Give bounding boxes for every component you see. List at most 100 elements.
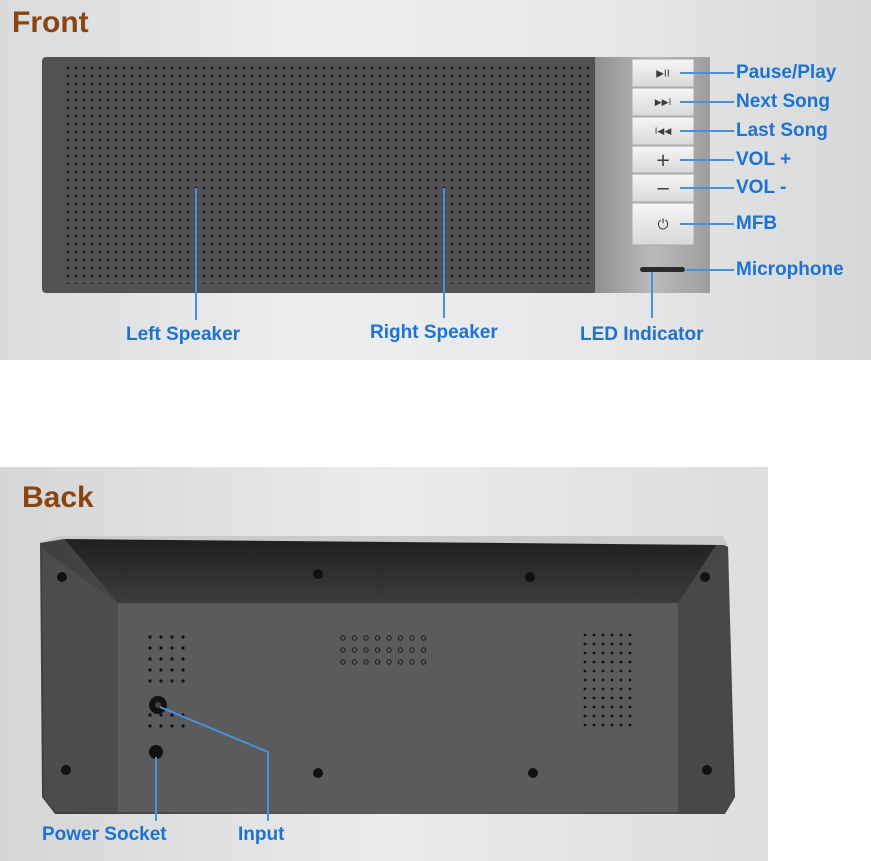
vent-hole — [620, 670, 623, 673]
vent-hole — [584, 661, 587, 664]
vent-hole — [584, 652, 587, 655]
vent-hole — [629, 688, 632, 691]
vent-hole — [593, 634, 596, 637]
vent-hole — [620, 697, 623, 700]
vent-hole — [620, 661, 623, 664]
front-title: Front — [12, 6, 89, 40]
vent-hole — [602, 634, 605, 637]
vent-hole — [593, 670, 596, 673]
vent-hole — [629, 643, 632, 646]
next-song-label: Next Song — [736, 91, 830, 113]
play-pause-icon: ▶II — [656, 69, 670, 80]
vent-hole — [170, 679, 173, 682]
next-track-icon: ▶▶I — [655, 98, 672, 108]
minus-icon: − — [655, 178, 670, 199]
vent-hole — [629, 706, 632, 709]
vent-hole — [584, 706, 587, 709]
vent-hole — [602, 688, 605, 691]
plus-icon: + — [655, 150, 670, 171]
screw — [57, 572, 67, 582]
power-socket — [149, 745, 163, 759]
vent-hole — [629, 634, 632, 637]
vent-hole — [602, 661, 605, 664]
vent-hole — [159, 679, 162, 682]
vent-hole — [611, 724, 614, 727]
vent-hole — [181, 635, 184, 638]
back-title: Back — [22, 481, 94, 515]
vent-hole — [620, 706, 623, 709]
vent-hole — [629, 652, 632, 655]
vent-hole — [611, 634, 614, 637]
vent-hole — [159, 657, 162, 660]
screw — [700, 572, 710, 582]
vent-hole — [584, 643, 587, 646]
vent-hole — [620, 643, 623, 646]
pause-play-label: Pause/Play — [736, 62, 836, 84]
vent-hole — [170, 646, 173, 649]
vent-hole — [148, 668, 151, 671]
input-label: Input — [238, 824, 284, 846]
vent-hole — [584, 679, 587, 682]
vent-hole — [620, 634, 623, 637]
vent-hole — [181, 646, 184, 649]
vent-hole — [593, 715, 596, 718]
vent-hole — [629, 715, 632, 718]
vent-hole — [611, 643, 614, 646]
vent-hole — [170, 635, 173, 638]
last-song-label: Last Song — [736, 120, 828, 142]
vent-hole — [620, 688, 623, 691]
vent-hole — [170, 668, 173, 671]
screw — [61, 765, 71, 775]
microphone-slot — [640, 267, 685, 272]
microphone-label: Microphone — [736, 259, 844, 281]
screw — [525, 572, 535, 582]
vent-hole — [170, 724, 173, 727]
vent-hole — [148, 679, 151, 682]
screw — [313, 768, 323, 778]
vent-hole — [584, 688, 587, 691]
vent-hole — [593, 679, 596, 682]
vent-hole — [611, 670, 614, 673]
vent-hole — [181, 724, 184, 727]
vent-hole — [629, 679, 632, 682]
vent-hole — [148, 724, 151, 727]
vent-hole — [170, 713, 173, 716]
vent-hole — [611, 697, 614, 700]
vent-hole — [602, 643, 605, 646]
vent-hole — [170, 657, 173, 660]
previous-track-icon: I◀◀ — [655, 127, 672, 137]
screw — [313, 569, 323, 579]
vent-hole — [593, 643, 596, 646]
vent-hole — [611, 688, 614, 691]
right-speaker-label: Right Speaker — [370, 322, 498, 344]
vent-hole — [584, 715, 587, 718]
vent-hole — [602, 670, 605, 673]
button-column: ▶II ▶▶I I◀◀ + − ⏻ — [632, 59, 694, 245]
vent-hole — [611, 715, 614, 718]
vent-hole — [629, 661, 632, 664]
vent-hole — [159, 724, 162, 727]
vent-hole — [602, 652, 605, 655]
vent-hole — [584, 670, 587, 673]
vent-hole — [602, 697, 605, 700]
power-icon: ⏻ — [657, 217, 668, 233]
vent-hole — [620, 724, 623, 727]
vent-hole — [611, 661, 614, 664]
back-speaker-illustration — [0, 467, 768, 861]
vent-hole — [584, 697, 587, 700]
mfb-label: MFB — [736, 213, 777, 235]
led-indicator-label: LED Indicator — [580, 324, 704, 346]
vent-hole — [148, 635, 151, 638]
vent-hole — [593, 706, 596, 709]
vent-hole — [593, 688, 596, 691]
vent-hole — [629, 697, 632, 700]
vent-hole — [148, 657, 151, 660]
vent-hole — [602, 706, 605, 709]
vent-hole — [602, 724, 605, 727]
vent-hole — [602, 715, 605, 718]
vent-hole — [611, 652, 614, 655]
vent-hole — [593, 697, 596, 700]
vol-up-label: VOL + — [736, 149, 791, 171]
vent-hole — [159, 713, 162, 716]
